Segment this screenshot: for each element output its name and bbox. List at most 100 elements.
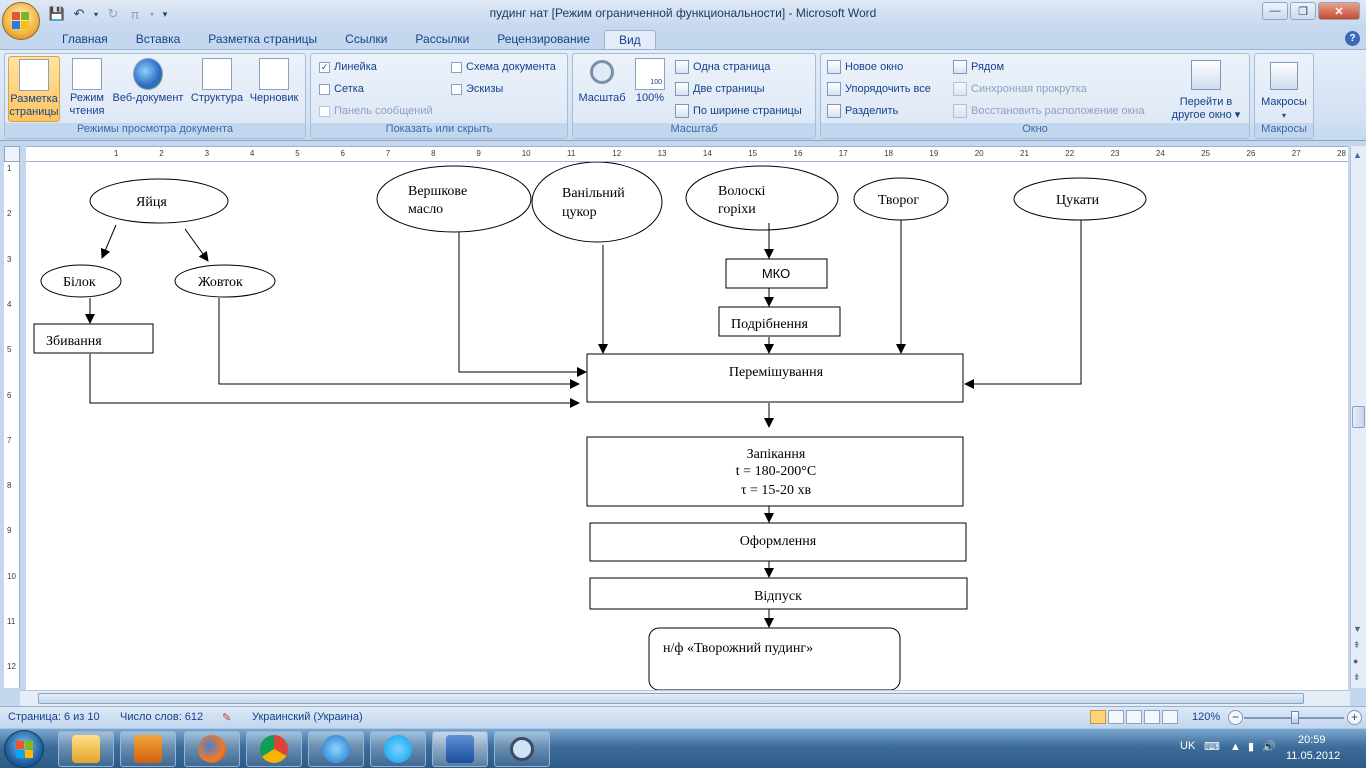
taskbar-chrome[interactable] bbox=[246, 731, 302, 767]
outline-icon bbox=[202, 58, 232, 90]
group-label-show: Показать или скрыть bbox=[311, 123, 567, 138]
equation-dropdown-icon[interactable]: ▾ bbox=[149, 9, 154, 19]
zoom-slider-knob[interactable] bbox=[1291, 711, 1299, 724]
previous-page-icon[interactable]: ⇞ bbox=[1353, 640, 1361, 650]
office-button[interactable] bbox=[2, 2, 40, 40]
redo-icon[interactable]: ↻ bbox=[107, 6, 119, 21]
word-icon bbox=[446, 735, 474, 763]
label-vanilla-2: цукор bbox=[562, 205, 597, 220]
language-indicator[interactable]: Украинский (Украина) bbox=[252, 711, 363, 723]
taskbar-word[interactable] bbox=[432, 731, 488, 767]
language-indicator-tray[interactable]: UK bbox=[1180, 740, 1196, 752]
taskbar-firefox[interactable] bbox=[184, 731, 240, 767]
macros-button[interactable]: Макросы ▾ bbox=[1257, 56, 1311, 122]
node-candied bbox=[1013, 177, 1147, 221]
taskbar-internet-explorer[interactable] bbox=[308, 731, 364, 767]
print-layout-view-icon[interactable] bbox=[1090, 710, 1106, 724]
reset-window-position-button[interactable]: Восстановить расположение окна bbox=[953, 102, 1145, 120]
thumbnails-checkbox[interactable]: Эскизы bbox=[451, 80, 503, 98]
zoom-out-button[interactable]: − bbox=[1228, 710, 1243, 725]
arrange-all-button[interactable]: Упорядочить все bbox=[827, 80, 931, 98]
node-crushing bbox=[718, 306, 841, 337]
taskbar-explorer[interactable] bbox=[58, 731, 114, 767]
tab-review[interactable]: Рецензирование bbox=[497, 32, 590, 46]
show-hidden-icons[interactable]: ▲ bbox=[1230, 741, 1241, 753]
scroll-up-icon[interactable]: ▲ bbox=[1353, 150, 1362, 160]
document-page[interactable]: Яйця Білок Жовток Збивання Вершкове масл… bbox=[26, 162, 1348, 690]
ruler-checkbox[interactable]: ✓Линейка bbox=[319, 61, 377, 73]
zoom-button[interactable]: Масштаб bbox=[575, 56, 629, 122]
help-icon[interactable]: ? bbox=[1345, 31, 1360, 46]
network-icon[interactable]: ▮ bbox=[1248, 741, 1255, 753]
zoom-100-button[interactable]: 100 100% bbox=[629, 56, 671, 122]
scroll-down-icon[interactable]: ▼ bbox=[1353, 624, 1362, 634]
web-view-icon[interactable] bbox=[1126, 710, 1142, 724]
tab-page-layout[interactable]: Разметка страницы bbox=[208, 32, 318, 46]
outline-view-icon[interactable] bbox=[1144, 710, 1160, 724]
keyboard-icon[interactable]: ⌨ bbox=[1204, 741, 1220, 753]
split-button[interactable]: Разделить bbox=[827, 102, 898, 120]
tab-view[interactable]: Вид bbox=[603, 30, 656, 50]
node-eggs bbox=[89, 178, 229, 224]
vertical-scrollbar[interactable]: ▲ ▼ ⇞ ● ⇟ bbox=[1350, 146, 1366, 688]
tab-insert[interactable]: Вставка bbox=[135, 32, 181, 46]
horizontal-scroll-thumb[interactable] bbox=[38, 693, 1304, 704]
switch-windows-button[interactable]: Перейти в другое окно ▾ bbox=[1165, 56, 1247, 122]
taskbar-magnifier[interactable] bbox=[494, 731, 550, 767]
message-bar-checkbox[interactable]: Панель сообщений bbox=[319, 102, 433, 120]
ruler-h-tick: 23 bbox=[1110, 149, 1120, 158]
undo-icon[interactable]: ↶ bbox=[73, 6, 85, 21]
horizontal-scrollbar[interactable] bbox=[20, 690, 1350, 706]
tab-references[interactable]: Ссылки bbox=[345, 32, 388, 46]
zoom-in-button[interactable]: + bbox=[1347, 710, 1362, 725]
equation-icon[interactable]: π bbox=[130, 6, 140, 22]
outline-button[interactable]: Структура bbox=[187, 56, 247, 122]
clock-date[interactable]: 11.05.2012 bbox=[1286, 750, 1341, 762]
sync-scroll-button[interactable]: Синхронная прокрутка bbox=[953, 80, 1087, 98]
zoom-level[interactable]: 120% bbox=[1192, 711, 1221, 723]
tab-home[interactable]: Главная bbox=[62, 32, 108, 46]
reading-view-icon[interactable] bbox=[1108, 710, 1124, 724]
page-width-button[interactable]: По ширине страницы bbox=[675, 102, 802, 120]
web-layout-button[interactable]: Веб-документ bbox=[109, 56, 187, 122]
draft-button[interactable]: Черновик bbox=[245, 56, 303, 122]
word-count[interactable]: Число слов: 612 bbox=[120, 711, 204, 723]
node-walnuts bbox=[685, 165, 839, 231]
tab-mailings[interactable]: Рассылки bbox=[415, 32, 470, 46]
draft-view-icon[interactable] bbox=[1162, 710, 1178, 724]
one-page-button[interactable]: Одна страница bbox=[675, 58, 770, 76]
taskbar-media-player[interactable] bbox=[120, 731, 176, 767]
proofing-icon[interactable]: ✎ bbox=[222, 712, 232, 724]
group-zoom: Масштаб 100 100% Одна страница Две стран… bbox=[572, 53, 816, 139]
arrow-whipping-mixing bbox=[89, 354, 580, 408]
vertical-scroll-thumb[interactable] bbox=[1352, 406, 1365, 428]
page-count[interactable]: Страница: 6 из 10 bbox=[8, 711, 100, 723]
node-yolk bbox=[174, 264, 276, 298]
label-butter-2: масло bbox=[408, 202, 443, 217]
side-by-side-button[interactable]: Рядом bbox=[953, 58, 1004, 76]
taskbar-skype[interactable] bbox=[370, 731, 426, 767]
ruler-v-tick: 6 bbox=[7, 390, 12, 400]
next-page-icon[interactable]: ⇟ bbox=[1353, 672, 1361, 682]
close-button[interactable]: ✕ bbox=[1318, 2, 1360, 20]
label-decoration: Оформлення bbox=[740, 534, 817, 549]
start-button[interactable] bbox=[4, 730, 44, 768]
save-icon[interactable]: 💾 bbox=[48, 6, 66, 21]
print-layout-button[interactable]: Разметка страницы bbox=[8, 56, 60, 122]
document-map-checkbox[interactable]: Схема документа bbox=[451, 58, 556, 76]
two-pages-button[interactable]: Две страницы bbox=[675, 80, 765, 98]
full-screen-reading-button[interactable]: Режим чтения bbox=[63, 56, 111, 122]
new-window-button[interactable]: Новое окно bbox=[827, 58, 903, 76]
tab-selector[interactable] bbox=[4, 146, 20, 162]
minimize-button[interactable]: — bbox=[1262, 2, 1288, 20]
customize-qat-icon[interactable]: ▾ bbox=[162, 8, 168, 19]
volume-icon[interactable]: 🔊 bbox=[1262, 741, 1276, 753]
gridlines-checkbox[interactable]: Сетка bbox=[319, 80, 364, 98]
node-whipping bbox=[33, 323, 154, 354]
clock-time[interactable]: 20:59 bbox=[1298, 734, 1326, 746]
undo-dropdown-icon[interactable]: ▾ bbox=[93, 9, 98, 19]
browse-object-icon[interactable]: ● bbox=[1353, 656, 1359, 666]
maximize-button[interactable]: ❐ bbox=[1290, 2, 1316, 20]
